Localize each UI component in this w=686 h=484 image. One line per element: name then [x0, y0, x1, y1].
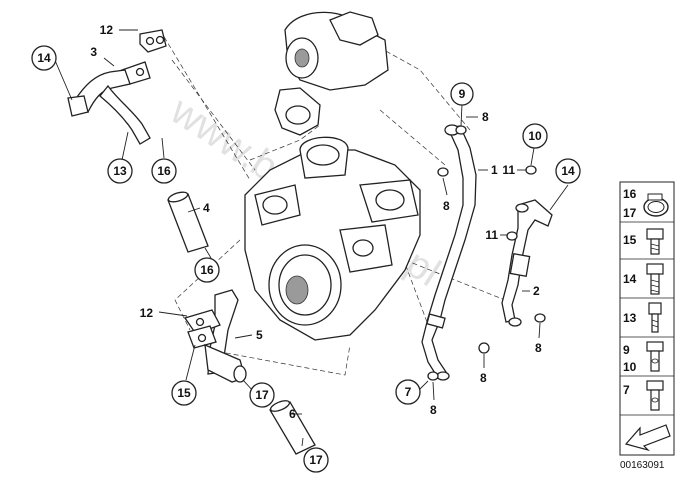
label-2: 2: [533, 284, 540, 298]
callout-9-text: 9: [459, 87, 466, 101]
fastener-legend-panel: 16 17 15 14 13 9 10: [619, 181, 675, 456]
hex-bolt-long-icon: [646, 263, 664, 295]
diagram-id: 00163091: [620, 460, 665, 471]
callout-10: 10: [522, 123, 548, 149]
part-3-oil-line: [67, 29, 167, 145]
callout-16-lower-text: 16: [200, 263, 214, 277]
label-6: 6: [289, 407, 296, 421]
direction-arrow-icon: [624, 424, 671, 452]
part-6-hose: [269, 400, 316, 455]
label-8-right: 8: [535, 341, 542, 355]
label-11-upper: 11: [502, 163, 515, 177]
label-12-lower: 12: [140, 306, 154, 320]
label-8-upper: 8: [443, 199, 450, 213]
label-8-lower: 8: [430, 403, 437, 417]
washer-10: [525, 165, 537, 175]
washer-8-upper: [437, 167, 449, 177]
callout-17-lower-text: 17: [309, 453, 323, 467]
part-4-hose: [167, 191, 209, 253]
callout-17-upper-text: 17: [255, 388, 269, 402]
callout-10-text: 10: [528, 129, 542, 143]
washer-8-lower: [427, 371, 439, 381]
banjo-bolt-icon: [646, 341, 664, 372]
washer-8-right: [534, 313, 546, 323]
callout-14-left-text: 14: [37, 51, 51, 65]
callout-7: 7: [395, 379, 421, 405]
turbocharger-main: [244, 136, 421, 341]
washer-11: [506, 231, 518, 241]
socket-screw-icon: [648, 302, 662, 333]
part-2-coolant-line: [501, 199, 553, 327]
callout-16-upper: 16: [151, 158, 177, 184]
washer-9: [455, 125, 467, 135]
label-8-top: 8: [482, 110, 489, 124]
callout-14-left: 14: [31, 45, 57, 71]
callout-17-lower: 17: [303, 447, 329, 473]
legend-15: 15: [623, 233, 637, 247]
legend-16: 16: [623, 187, 637, 201]
callout-9: 9: [450, 82, 474, 106]
washers: [427, 125, 546, 381]
label-1: 1: [491, 163, 498, 177]
callout-16-upper-text: 16: [157, 164, 171, 178]
label-11-lower: 11: [485, 228, 498, 242]
callout-14-right-text: 14: [561, 164, 575, 178]
legend-17: 17: [623, 206, 637, 220]
callout-13: 13: [107, 158, 133, 184]
legend-10: 10: [623, 360, 637, 374]
washer-8-middle: [478, 342, 490, 354]
label-3: 3: [90, 45, 97, 59]
callout-15-text: 15: [177, 386, 191, 400]
label-12-upper: 12: [100, 23, 114, 37]
callout-13-text: 13: [113, 164, 127, 178]
legend-13: 13: [623, 311, 637, 325]
hose-clamp-icon: [643, 193, 669, 217]
label-5: 5: [256, 328, 263, 342]
callout-15: 15: [171, 380, 197, 406]
callout-14-right: 14: [555, 158, 581, 184]
callout-7-text: 7: [405, 385, 412, 399]
leader-lines: [53, 29, 569, 447]
callout-16-lower: 16: [194, 257, 220, 283]
legend-14: 14: [623, 272, 637, 286]
legend-9: 9: [623, 343, 630, 357]
banjo-bolt-short-icon: [646, 380, 664, 411]
legend-7: 7: [623, 383, 630, 397]
callout-17-upper: 17: [249, 382, 275, 408]
turbocharger-small: [274, 11, 389, 136]
part-5-oil-line: [183, 289, 247, 383]
hex-bolt-icon: [646, 228, 664, 255]
label-8-middle: 8: [480, 371, 487, 385]
label-4: 4: [203, 201, 210, 215]
